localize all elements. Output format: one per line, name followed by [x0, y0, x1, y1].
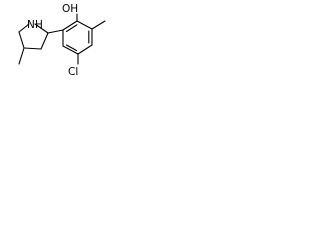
benzene-ring — [62, 20, 93, 55]
pyrrolidine-ring — [18, 23, 49, 65]
atom-label-nitrogen: N — [27, 19, 35, 31]
double-bond-inner-3 — [65, 44, 78, 52]
bond-c4-c5 — [18, 31, 25, 49]
bond-ar-methyl — [91, 20, 106, 30]
chemical-structure-diagram: N H OH Cl — [18, 3, 106, 78]
bond-c4-methyl — [18, 47, 25, 65]
bond-ring-link — [47, 29, 64, 34]
bond-c2-c3 — [40, 32, 49, 50]
double-bond-inner-1 — [65, 24, 78, 33]
bond-ar-5-6 — [62, 45, 79, 55]
atom-label-nitrogen-hydrogen: H — [35, 19, 43, 31]
bond-ar-1-2 — [62, 20, 78, 31]
bond-ar-2-3 — [76, 20, 93, 30]
bond-ar-4-5 — [77, 44, 93, 55]
bond-c3-c4 — [23, 47, 42, 50]
atom-label-chlorine: Cl — [68, 66, 78, 78]
bond-c5-n — [18, 23, 30, 33]
bond-n-c2 — [34, 23, 49, 34]
atom-label-hydroxyl: OH — [62, 3, 78, 15]
